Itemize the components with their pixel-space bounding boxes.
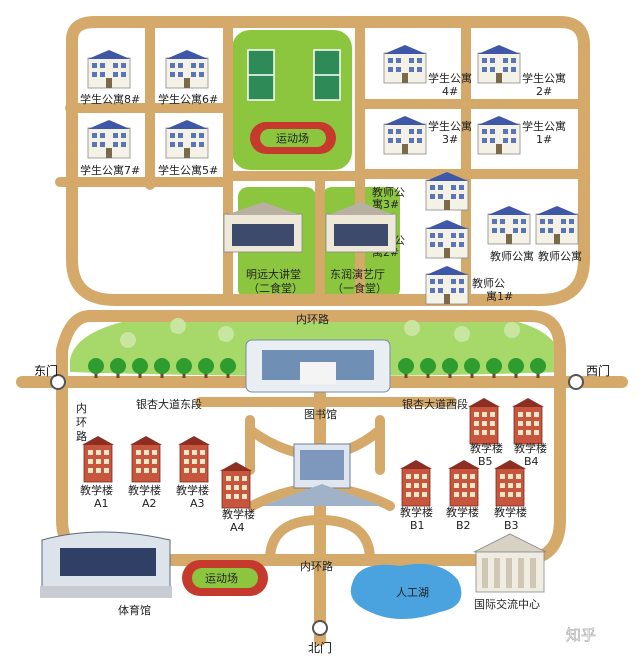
dorm-4-icon — [383, 44, 427, 84]
teaching-a2-code: A2 — [142, 497, 157, 510]
inner-ring-left-1: 内 — [76, 401, 87, 415]
teaching-b2-label: 教学楼 — [446, 505, 479, 519]
teaching-b2-icon — [447, 459, 481, 507]
dorm-1-label: 学生公寓 — [522, 119, 566, 133]
teaching-a1-icon — [81, 435, 115, 483]
lawn-shrubs — [120, 318, 520, 348]
teaching-b3-code: B3 — [504, 519, 519, 532]
teaching-a4-icon — [219, 461, 253, 509]
teacher-apt-3-label: 教师公 — [372, 186, 405, 199]
teaching-a2-icon — [129, 435, 163, 483]
artificial-lake — [350, 563, 462, 619]
dorm-2-label: 学生公寓 — [522, 71, 566, 85]
gym-label: 体育馆 — [118, 603, 151, 617]
teaching-b5-label: 教学楼 — [470, 441, 503, 455]
teaching-b4-icon — [511, 397, 545, 445]
teacher-apt-east-label: 教师公寓 — [490, 249, 534, 263]
dorm-5-label: 学生公寓5# — [158, 163, 218, 177]
teacher-apt-east2-icon — [535, 205, 579, 245]
teacher-apt-east2-label: 教师公寓 — [538, 249, 582, 263]
inner-ring-road-bottom-label: 内环路 — [300, 559, 333, 573]
track-infield-top — [260, 129, 326, 147]
teaching-a3-icon — [177, 435, 211, 483]
teaching-a4-label: 教学楼 — [222, 507, 255, 521]
teaching-a1-label: 教学楼 — [80, 483, 113, 497]
teaching-b1-label: 教学楼 — [400, 505, 433, 519]
teaching-a3-code: A3 — [190, 497, 205, 510]
dorm-5-icon — [165, 119, 209, 159]
teaching-b4-code: B4 — [524, 455, 539, 468]
teaching-a2-label: 教学楼 — [128, 483, 161, 497]
gym-building — [40, 531, 172, 598]
track-infield-bottom — [192, 568, 258, 588]
lecture-hall-building — [223, 202, 303, 253]
teacher-apt-1-label: 教师公 — [472, 277, 505, 290]
main-tower-building — [262, 443, 382, 506]
avenue-west-label: 银杏大道西段 — [402, 397, 468, 411]
dorm-4-label: 学生公寓 — [428, 71, 472, 85]
teaching-b3-label: 教学楼 — [494, 505, 527, 519]
dorm-3-icon — [383, 115, 427, 155]
lake-label: 人工湖 — [396, 586, 429, 599]
teaching-b2-code: B2 — [456, 519, 471, 532]
inner-ring-road-top-label: 内环路 — [296, 312, 329, 326]
teaching-a3-label: 教学楼 — [176, 483, 209, 497]
arts-hall-label: 东润演艺厅 — [330, 267, 385, 281]
arts-hall-sub: （一食堂） — [332, 281, 387, 295]
library-building — [245, 339, 391, 393]
teacher-apt-3-number: 寓3# — [372, 197, 399, 211]
avenue-east-label: 银杏大道东段 — [136, 397, 202, 411]
teaching-b3-icon — [493, 459, 527, 507]
arts-hall-building — [325, 202, 397, 253]
dorm-7-label: 学生公寓7# — [80, 163, 140, 177]
zhihu-watermark: 知乎 — [566, 626, 596, 644]
dorm-4-number: 4# — [442, 85, 458, 98]
dorm-3-number: 3# — [442, 133, 458, 146]
east-gate-label: 东门 — [34, 363, 58, 378]
teaching-a4-code: A4 — [230, 521, 245, 534]
dorm-2-icon — [477, 44, 521, 84]
west-gate-marker — [568, 374, 584, 390]
dorm-6-icon — [165, 49, 209, 89]
north-gate-marker — [312, 620, 328, 636]
exchange-center-label: 国际交流中心 — [474, 597, 540, 611]
teaching-b5-icon — [467, 397, 501, 445]
lecture-hall-sub: （二食堂） — [248, 281, 303, 295]
teaching-b1-icon — [399, 459, 433, 507]
inner-ring-left-2: 环 — [76, 416, 87, 429]
sports-field-bottom-label: 运动场 — [205, 571, 238, 585]
teaching-b1-code: B1 — [410, 519, 425, 532]
north-gate-label: 北门 — [308, 640, 332, 655]
teaching-b4-label: 教学楼 — [514, 441, 547, 455]
dorm-2-number: 2# — [536, 85, 552, 98]
exchange-center-building — [473, 533, 547, 593]
library-label: 图书馆 — [304, 407, 337, 421]
dorm-3-label: 学生公寓 — [428, 119, 472, 133]
dorm-1-number: 1# — [536, 133, 552, 146]
dorm-1-icon — [477, 115, 521, 155]
dorm-8-icon — [87, 49, 131, 89]
teacher-apt-1-number: 寓1# — [486, 289, 513, 303]
east-gate-marker — [50, 374, 66, 390]
sports-field-top-label: 运动场 — [276, 131, 309, 145]
dorm-8-label: 学生公寓8# — [80, 92, 140, 106]
west-gate-label: 西门 — [586, 363, 610, 378]
teaching-b5-code: B5 — [478, 455, 493, 468]
teacher-apt-east-icon — [487, 205, 531, 245]
teaching-a1-code: A1 — [94, 497, 109, 510]
inner-ring-left-3: 路 — [76, 430, 87, 443]
lecture-hall-label: 明远大讲堂 — [246, 267, 301, 281]
dorm-7-icon — [87, 119, 131, 159]
dorm-6-label: 学生公寓6# — [158, 92, 218, 106]
tennis-courts — [247, 49, 341, 101]
